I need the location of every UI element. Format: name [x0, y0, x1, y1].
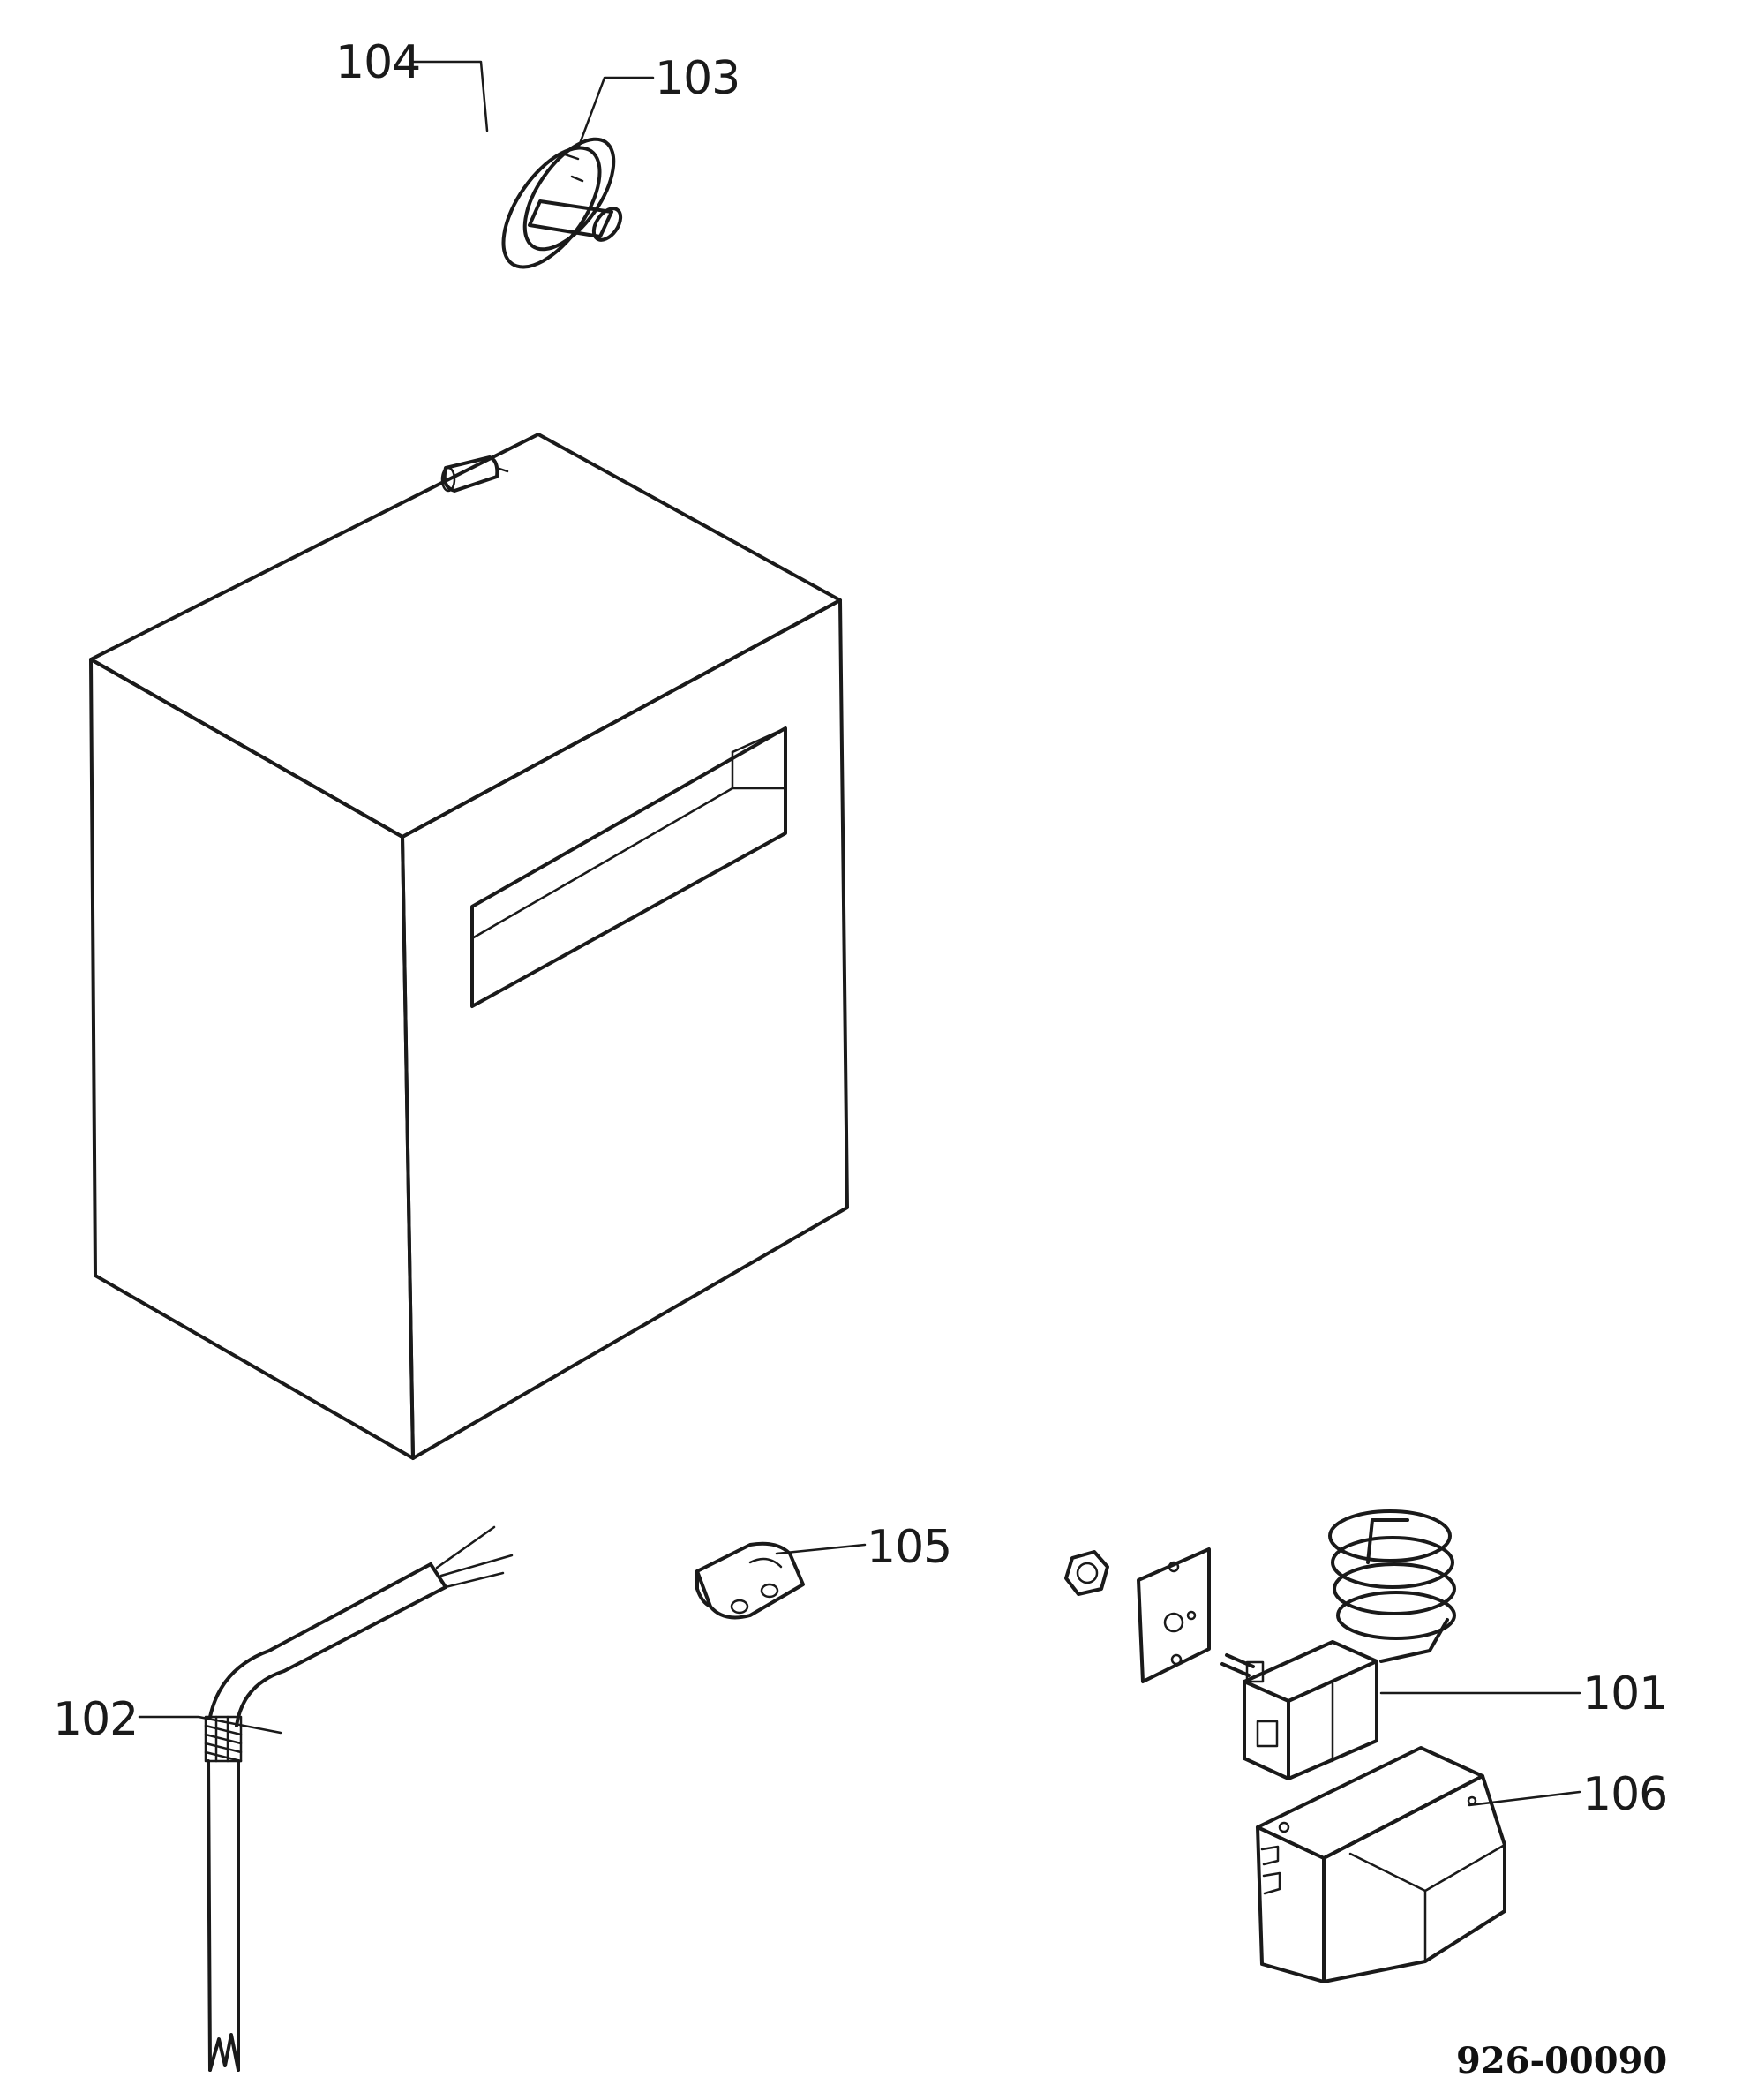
drawing-number: 926-00090: [1456, 2040, 1667, 2081]
leader-lines: [138, 60, 1581, 1807]
callout-101: 101: [1582, 1667, 1667, 1720]
callout-103: 103: [655, 52, 740, 105]
thermostat-cover-icon: [1256, 1746, 1506, 1983]
sensor-cable-icon: [204, 1525, 514, 2072]
callout-106: 106: [1582, 1768, 1667, 1821]
knob-insert-icon: [440, 455, 509, 493]
knob-icon: [501, 137, 623, 269]
cabinet-icon: [89, 433, 849, 1460]
callout-104: 104: [335, 36, 420, 89]
callout-105: 105: [867, 1521, 951, 1574]
callout-102: 102: [53, 1693, 138, 1746]
cable-clamp-icon: [695, 1541, 805, 1620]
thermostat-icon: [1064, 1509, 1456, 1780]
